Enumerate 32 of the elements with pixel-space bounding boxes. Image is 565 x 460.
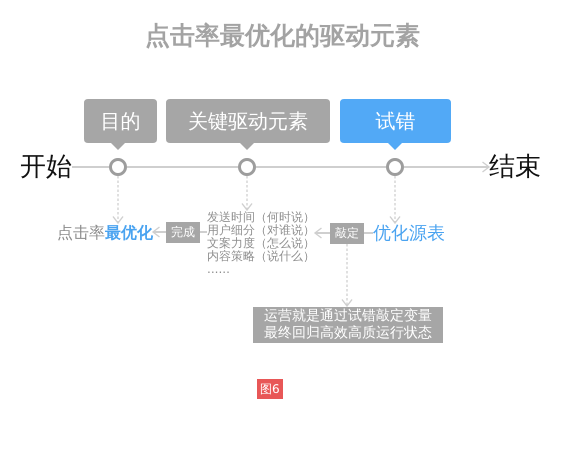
list-item: 文案力度（怎么说） (207, 237, 315, 250)
diagram-title: 点击率最优化的驱动元素 (145, 21, 420, 50)
connector-line (364, 232, 373, 234)
arrow (389, 176, 401, 224)
connector-line (200, 231, 207, 233)
list-item: 内容策略（说什么） (207, 250, 315, 263)
source-label: 优化源表 (373, 224, 445, 244)
arrow (241, 176, 253, 211)
timeline-marker (386, 158, 404, 176)
result-label: 点击率最优化 (57, 224, 153, 242)
callout-label: 目的 (84, 99, 157, 150)
arrow (341, 244, 353, 307)
arrow (112, 176, 124, 224)
list-item: ...... (207, 263, 230, 276)
arrow (152, 226, 166, 238)
figure-caption: 图6 (257, 379, 283, 399)
callout-label: 试错 (340, 99, 451, 150)
timeline-marker (109, 158, 127, 176)
timeline-marker (238, 158, 256, 176)
arrow (314, 227, 330, 239)
callout-label: 关键驱动元素 (166, 99, 330, 150)
list-item: 发送时间（何时说） (207, 211, 315, 224)
connector-line (127, 166, 238, 168)
connector-line (256, 166, 386, 168)
connector-line (72, 166, 109, 168)
list-item: 用户细分（对谁说） (207, 224, 315, 237)
timeline-label: 结束 (489, 152, 541, 182)
note-box: 运营就是通过试错敲定变量最终回归高效高质运行状态 (253, 307, 443, 343)
timeline-label: 开始 (20, 152, 72, 182)
step-tag: 敲定 (330, 223, 364, 244)
step-tag: 完成 (166, 222, 200, 243)
arrow (404, 161, 490, 173)
